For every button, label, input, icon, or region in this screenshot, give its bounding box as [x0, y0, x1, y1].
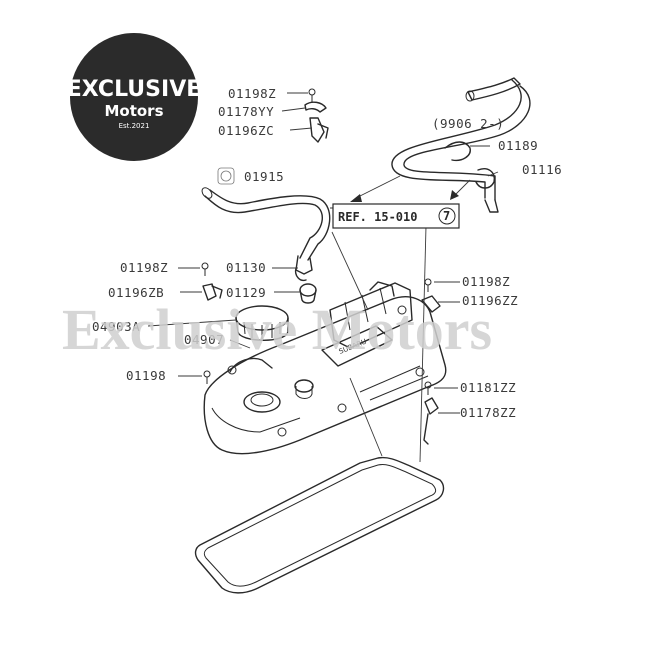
- label-box-01915: [217, 167, 235, 185]
- label-01198z-mid: 01198Z: [120, 260, 168, 275]
- ref-circled-number: 7: [443, 209, 450, 223]
- label-01196zz: 01196ZZ: [462, 293, 518, 308]
- label-04907: 04907: [184, 332, 224, 347]
- watermark-text: Exclusive Motors: [62, 297, 492, 362]
- ref-box: REF. 15-010 7: [332, 203, 460, 229]
- label-01130: 01130: [226, 260, 266, 275]
- right-clamp-parts: [421, 278, 441, 445]
- logo-line2: Motors: [104, 102, 163, 120]
- left-clamp-parts: [201, 262, 223, 384]
- label-01198: 01198: [126, 368, 166, 383]
- valve-cover-gasket: [194, 456, 445, 594]
- label-01116: 01116: [522, 162, 562, 177]
- top-bolt-bracket: [304, 88, 329, 143]
- logo-line3: Est.2021: [119, 122, 150, 130]
- label-01178zz: 01178ZZ: [460, 405, 516, 420]
- label-01198z-right: 01198Z: [462, 274, 510, 289]
- label-01178yy: 01178YY: [218, 104, 274, 119]
- label-01915: 01915: [244, 169, 284, 184]
- label-01196zb: 01196ZB: [108, 285, 164, 300]
- breather-hose: [391, 77, 531, 213]
- label-01181zz: 01181ZZ: [460, 380, 516, 395]
- hose-01915: [201, 187, 331, 282]
- oil-filler-cap: [235, 283, 317, 341]
- logo-line1: EXCLUSIVE: [67, 77, 202, 102]
- label-01196zc: 01196ZC: [218, 123, 274, 138]
- exclusive-motors-logo: EXCLUSIVE Motors Est.2021: [67, 33, 202, 161]
- label-04903a: 04903A: [92, 319, 140, 334]
- ref-text: REF. 15-010: [338, 210, 417, 224]
- label-9906: (9906 2-): [432, 116, 504, 131]
- label-01129: 01129: [226, 285, 266, 300]
- label-01198z-top: 01198Z: [228, 86, 276, 101]
- ref-arrows: [350, 175, 471, 202]
- label-01189: 01189: [498, 138, 538, 153]
